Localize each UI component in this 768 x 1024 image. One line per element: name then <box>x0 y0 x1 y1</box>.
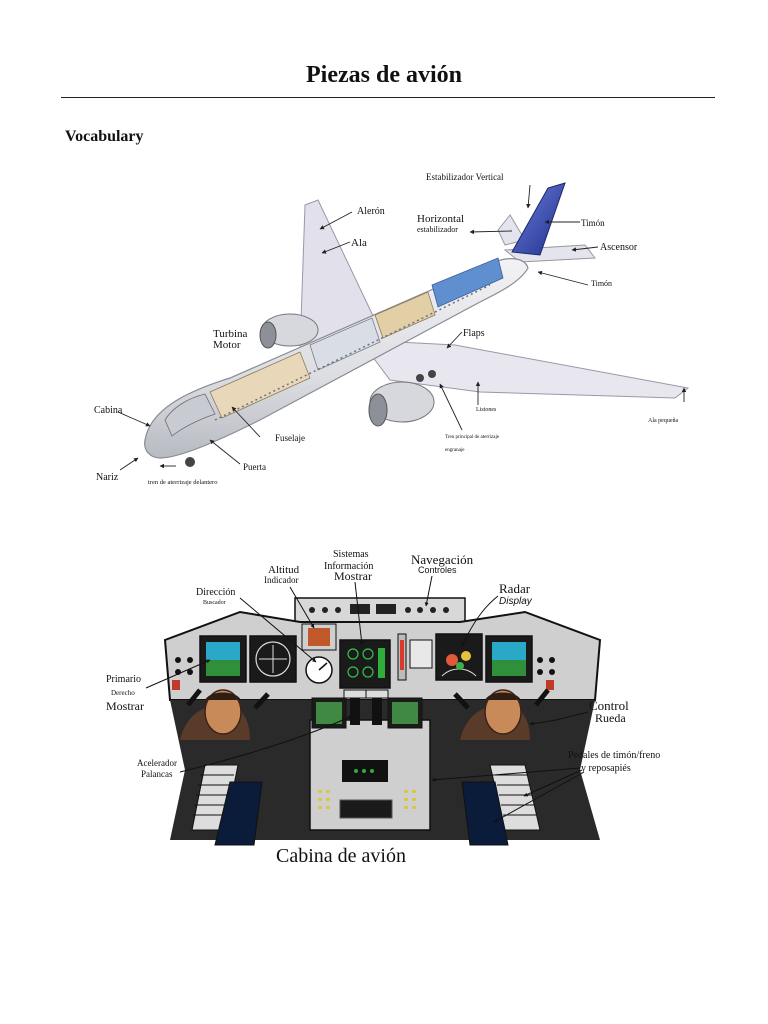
label-nariz: Nariz <box>96 472 119 483</box>
label-cabina: Cabina <box>94 405 123 416</box>
label-tren-principal-2: engranaje <box>445 448 465 453</box>
title-divider <box>61 97 715 98</box>
label-control: Control <box>589 698 629 713</box>
label-timon-bottom: Timón <box>591 279 612 288</box>
label-palancas: Palancas <box>141 769 173 779</box>
label-mostrar-top: Mostrar <box>334 569 372 583</box>
pilot-left <box>180 688 270 740</box>
radar-display <box>435 633 483 681</box>
label-horizontal: Horizontal <box>417 213 464 225</box>
label-acelerador: Acelerador <box>137 758 177 768</box>
label-reposapies: y reposapiés <box>581 763 631 774</box>
lower-wing <box>358 339 690 399</box>
label-buscador: Buscador <box>203 600 226 606</box>
section-heading: Vocabulary <box>65 128 144 145</box>
label-tren-principal-1: Tren principal de aterrizaje <box>445 435 500 440</box>
label-tren-delantero: tren de aterrizaje delantero <box>148 479 217 486</box>
label-derecho: Derecho <box>111 689 135 697</box>
label-ala-pequena: Ala pequeña <box>648 418 678 424</box>
label-flaps: Flaps <box>463 328 485 339</box>
label-estabilizador: estabilizador <box>417 225 458 234</box>
label-rueda: Rueda <box>595 711 626 725</box>
label-puerta: Puerta <box>243 462 266 472</box>
label-mostrar-left: Mostrar <box>106 699 144 713</box>
label-pedales: Pedales de timón/freno <box>568 750 660 761</box>
label-ascensor: Ascensor <box>600 242 638 253</box>
page-title: Piezas de avión <box>306 62 462 88</box>
label-aleron: Alerón <box>357 206 385 217</box>
label-primario: Primario <box>106 674 141 685</box>
lower-engine <box>368 381 435 427</box>
cockpit-caption: Cabina de avión <box>276 845 406 867</box>
label-ala: Ala <box>351 237 367 249</box>
label-navegacion: Navegación <box>411 552 474 567</box>
vertical-stabilizer <box>511 182 566 256</box>
label-direccion: Dirección <box>196 587 235 598</box>
label-indicador: Indicador <box>264 575 298 585</box>
label-display: Display <box>499 596 533 607</box>
label-fuselaje: Fuselaje <box>275 433 305 443</box>
label-timon-top: Timón <box>581 218 605 228</box>
label-informacion: Información <box>324 561 373 572</box>
rudder-pedals <box>191 764 541 846</box>
label-turbina: Turbina <box>213 328 248 340</box>
label-controles: Controles <box>418 565 457 575</box>
upper-engine <box>259 313 319 349</box>
label-estabilizador-vertical: Estabilizador Vertical <box>426 172 504 182</box>
label-altitud: Altitud <box>268 564 300 576</box>
label-motor: Motor <box>213 339 241 351</box>
label-sistemas: Sistemas <box>333 549 369 560</box>
pilot-right <box>453 688 550 740</box>
label-listones: Listones <box>476 407 497 413</box>
label-radar: Radar <box>499 581 531 596</box>
